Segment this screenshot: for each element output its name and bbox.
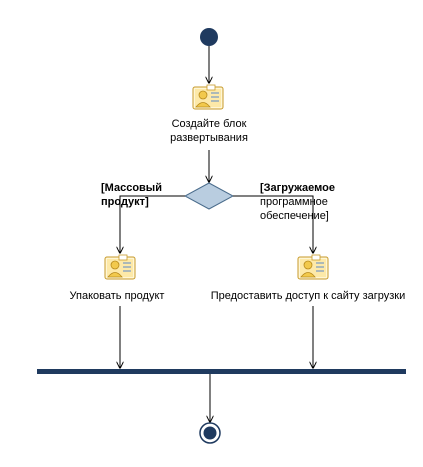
guard-left-line-2: продукт] <box>101 196 149 208</box>
activity-package-product-label: Упаковать продукт <box>70 290 165 302</box>
guard-right-line-3: обеспечение] <box>260 210 329 222</box>
guard-right-line-2: программное <box>260 196 328 208</box>
activity-document-person-icon <box>297 254 329 280</box>
activity-document-person-icon <box>192 84 224 110</box>
activity-document-person-icon <box>104 254 136 280</box>
activity-create-block-label-1: Создайте блок <box>172 118 247 130</box>
guard-right-line-1: [Загружаемое <box>260 182 335 194</box>
flow-decision-to-access <box>233 195 313 253</box>
activity-create-block[interactable]: Создайте блок развертывания <box>170 84 248 144</box>
guard-left-line-1: [Массовый <box>101 182 162 194</box>
join-bar[interactable] <box>37 369 406 374</box>
activity-package-product[interactable]: Упаковать продукт <box>70 254 165 302</box>
flow-decision-to-package <box>120 195 185 253</box>
decision-diamond[interactable] <box>183 182 235 210</box>
activity-provide-access[interactable]: Предоставить доступ к сайту загрузки <box>211 254 406 302</box>
final-node[interactable] <box>199 422 221 444</box>
activity-create-block-label-2: развертывания <box>170 132 248 144</box>
activity-provide-access-label: Предоставить доступ к сайту загрузки <box>211 290 406 302</box>
initial-node[interactable] <box>200 28 218 46</box>
